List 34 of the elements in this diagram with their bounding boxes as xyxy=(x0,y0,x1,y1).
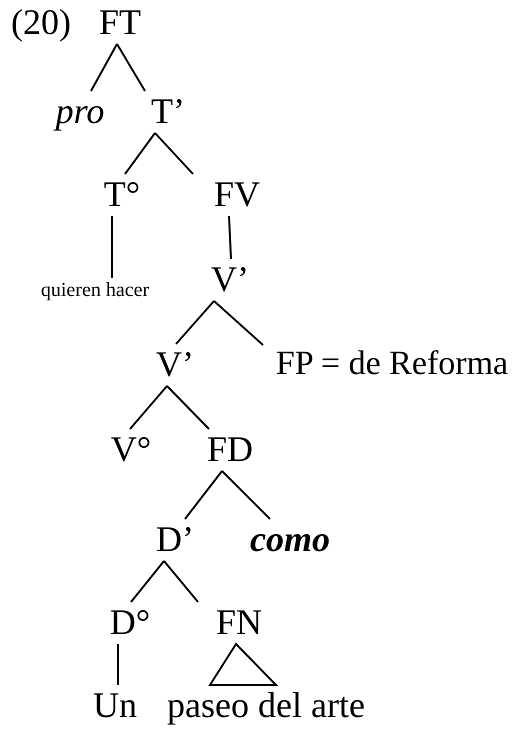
tree-node-label: FN xyxy=(216,604,262,640)
tree-branch xyxy=(175,300,215,345)
tree-branch xyxy=(129,385,168,430)
tree-node-label: como xyxy=(250,521,330,557)
triangle-branch xyxy=(208,642,278,686)
tree-node-label: FT xyxy=(99,4,141,40)
tree-node-label: FD xyxy=(206,431,254,467)
tree-branch xyxy=(130,560,165,603)
tree-node-label: quieren hacer xyxy=(40,280,150,300)
tree-node-label: T° xyxy=(104,176,140,212)
tree-branch xyxy=(90,44,118,92)
tree-branch xyxy=(116,43,146,92)
tree-node-label: pro xyxy=(56,93,104,129)
tree-node-label: V° xyxy=(110,431,152,467)
tree-node-label: D’ xyxy=(156,521,194,557)
tree-node-label: V’ xyxy=(156,346,194,382)
example-number: (20) xyxy=(11,4,71,40)
tree-node-label: FV xyxy=(214,176,260,212)
tree-node-label: V’ xyxy=(211,261,249,297)
tree-node-label: D° xyxy=(110,604,150,640)
tree-node-label: Un xyxy=(93,687,137,723)
tree-branch xyxy=(163,560,199,603)
tree-branch xyxy=(228,216,232,260)
tree-branch xyxy=(213,300,264,346)
tree-branch xyxy=(154,132,194,175)
tree-branch xyxy=(221,470,271,520)
tree-branch xyxy=(124,132,156,175)
tree-branch xyxy=(111,216,113,278)
tree-branch xyxy=(117,644,119,685)
tree-branch xyxy=(184,470,223,520)
tree-node-label: paseo del arte xyxy=(167,687,365,723)
tree-node-label: FP = de Reforma xyxy=(276,347,508,381)
tree-node-label: T’ xyxy=(151,93,185,129)
tree-branch xyxy=(166,385,210,430)
